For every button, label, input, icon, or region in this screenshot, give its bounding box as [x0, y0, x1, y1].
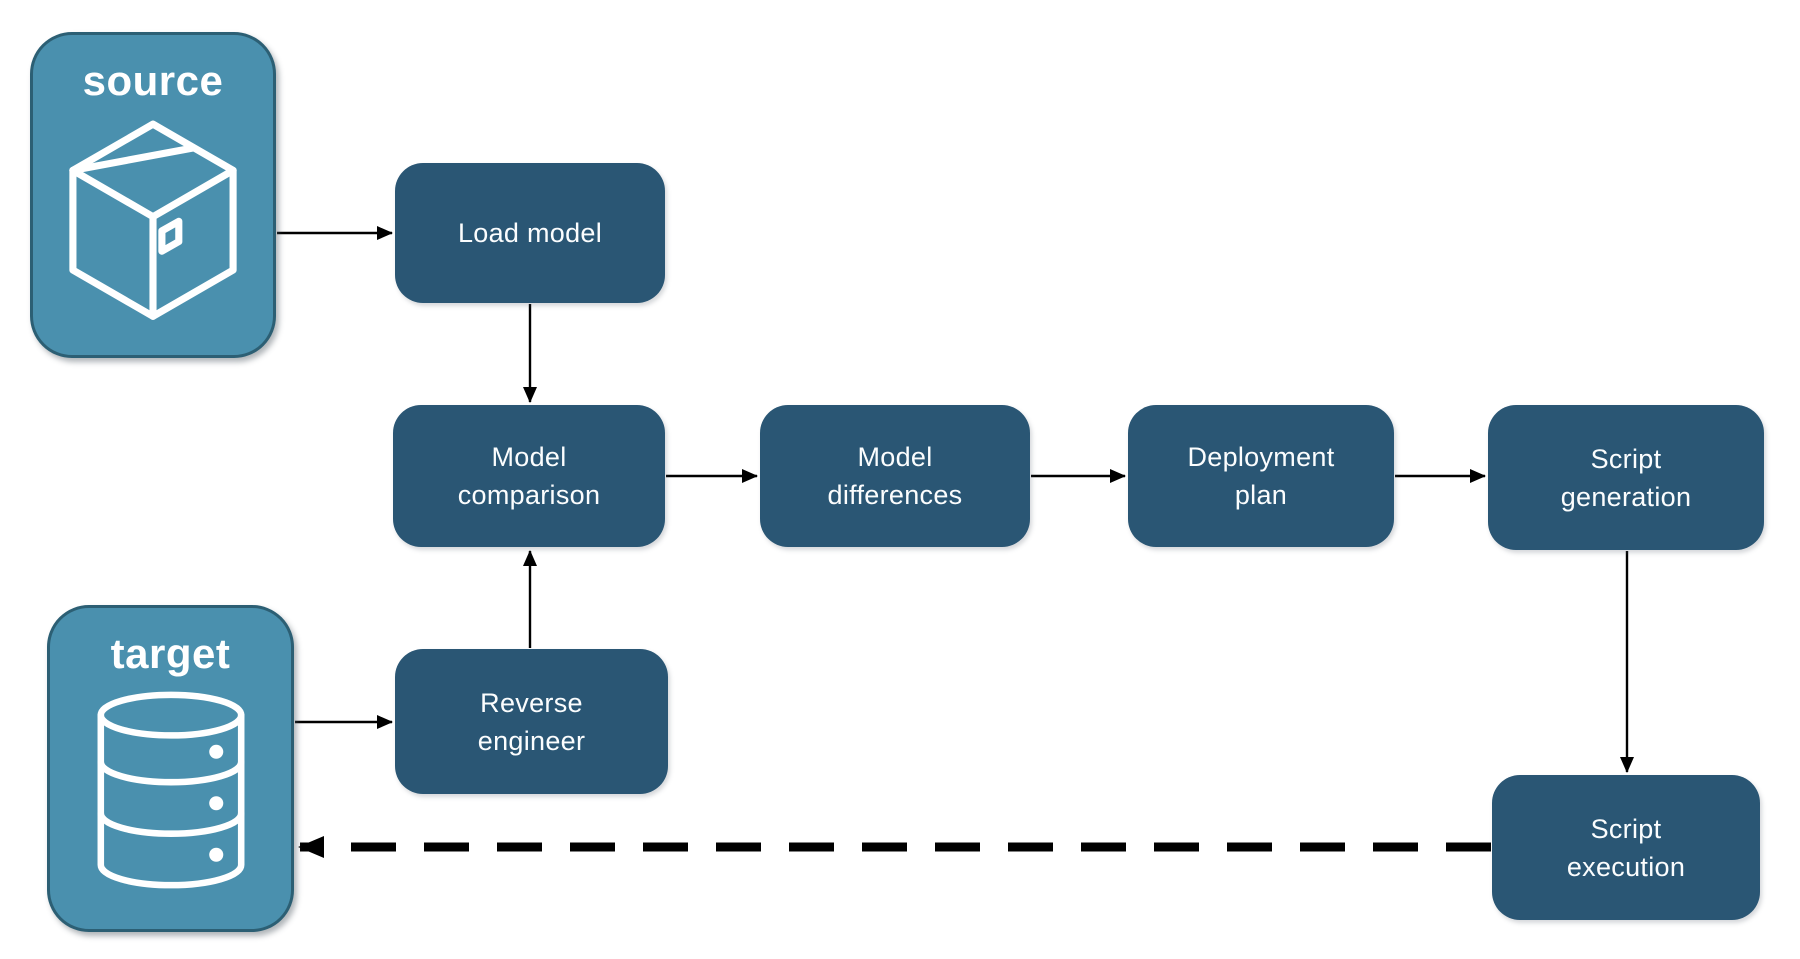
database-dot [208, 847, 223, 862]
entity-source: source [30, 32, 276, 358]
database-icon [97, 691, 244, 889]
node-model-differences: Model differences [760, 405, 1030, 547]
node-reverse-engineer: Reverse engineer [395, 649, 668, 794]
package-icon [69, 120, 237, 320]
database-dot [208, 796, 223, 811]
node-deployment-plan: Deployment plan [1128, 405, 1394, 547]
node-script-generation: Script generation [1488, 405, 1764, 550]
node-label: Script execution [1566, 813, 1686, 882]
node-script-execution: Script execution [1492, 775, 1760, 920]
source-label: source [82, 57, 224, 104]
entity-target: target [47, 605, 294, 932]
target-label: target [110, 630, 231, 677]
database-dot [208, 744, 223, 759]
node-label: Model differences [827, 442, 963, 510]
node-label: Model comparison [457, 442, 601, 510]
node-label: Load model [457, 218, 603, 248]
node-label: Script generation [1560, 443, 1692, 512]
node-label: Reverse engineer [477, 687, 586, 756]
node-model-comparison: Model comparison [393, 405, 665, 547]
node-load-model: Load model [395, 163, 665, 303]
node-label: Deployment plan [1187, 442, 1335, 510]
